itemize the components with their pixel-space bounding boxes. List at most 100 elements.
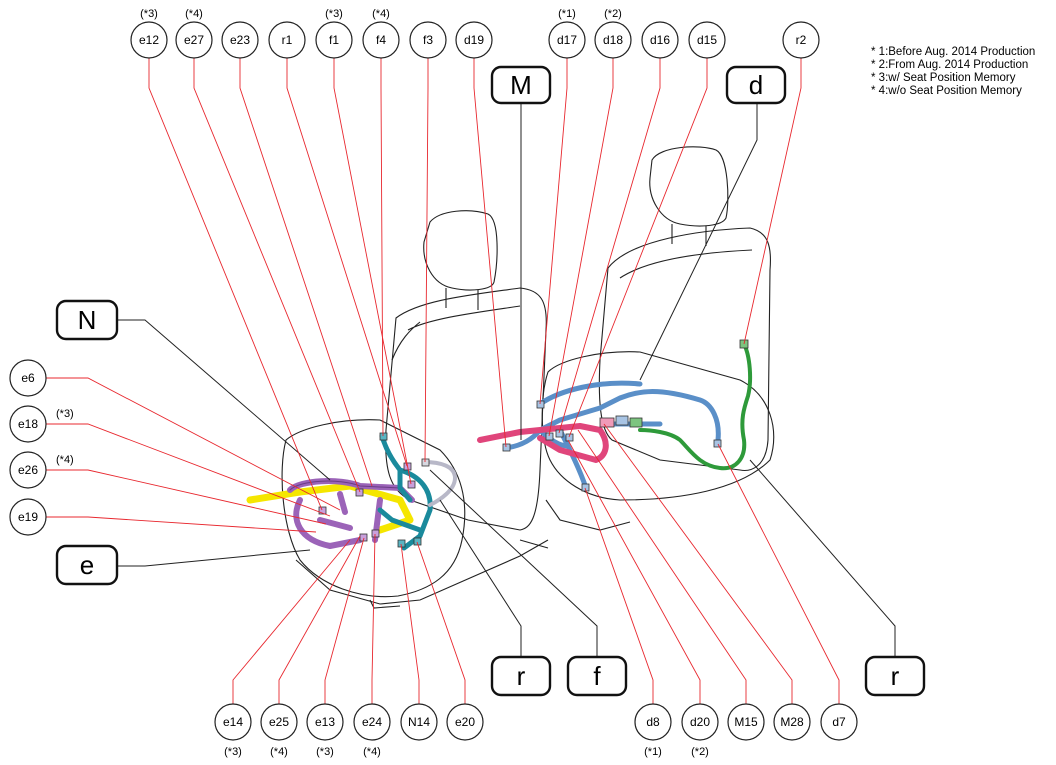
callout-label: e12 — [139, 33, 159, 47]
leader-r-left — [439, 499, 522, 658]
area-box-r-left: r — [490, 655, 552, 697]
marker-e12 — [318, 506, 327, 515]
marker-e24 — [371, 529, 380, 538]
leader-f3 — [424, 58, 429, 463]
callout-e20: e20 — [446, 703, 484, 741]
callout-d20: d20 (*2) — [681, 703, 719, 758]
callout-d16: d16 — [641, 21, 679, 59]
callout-note: (*4) — [270, 746, 288, 758]
leader-N14 — [400, 543, 420, 708]
marker-e27 — [355, 488, 364, 497]
teal-harness — [377, 433, 433, 551]
area-label: N — [78, 305, 97, 335]
area-box-M: M — [490, 65, 552, 105]
callout-note: (*3) — [56, 408, 74, 420]
callout-label: N14 — [408, 715, 430, 729]
callout-d7: d7 — [820, 703, 858, 741]
callout-label: r1 — [282, 33, 293, 47]
leader-d17 — [539, 58, 568, 405]
callout-d8: d8 (*1) — [634, 703, 672, 758]
legend-item: * 1:Before Aug. 2014 Production — [871, 46, 1036, 58]
callout-label: e26 — [18, 463, 38, 477]
callout-label: d8 — [646, 715, 660, 729]
left-seat-base — [295, 539, 549, 609]
callout-label: f4 — [376, 33, 386, 47]
callout-e14: e14 (*3) — [214, 703, 252, 758]
marker-f4 — [379, 432, 388, 441]
callout-e13: e13 (*3) — [306, 703, 344, 758]
leader-d — [639, 102, 758, 381]
leader-f — [429, 469, 598, 658]
left-seat-headrest — [423, 210, 498, 291]
callout-d19: d19 — [455, 21, 493, 59]
leader-e18 — [46, 423, 331, 517]
callout-note: (*3) — [325, 8, 343, 20]
leader-d8 — [584, 487, 654, 708]
leader-e27 — [193, 58, 361, 493]
area-label-boxes: N e M d r f r — [55, 65, 926, 697]
callout-label: d19 — [464, 33, 484, 47]
legend-item: * 3:w/ Seat Position Memory — [871, 72, 1016, 84]
callout-label: e19 — [18, 510, 38, 524]
yellow-harness — [246, 482, 414, 534]
leader-d16 — [558, 58, 661, 434]
callout-note: (*2) — [691, 746, 709, 758]
callout-e12: (*3) e12 — [130, 8, 168, 59]
leader-e — [117, 549, 311, 567]
leader-d18 — [548, 58, 614, 437]
leader-N — [117, 319, 331, 481]
area-leader-lines — [117, 102, 896, 658]
top-connector-callouts: (*3) e12 (*4) e27 e23 r1 (*3) f1 (*4) f4 — [130, 8, 820, 59]
right-seat-cushion — [541, 351, 775, 501]
leader-e13 — [324, 537, 365, 708]
marker-d7 — [713, 439, 722, 448]
left-seat-cushion — [281, 419, 466, 598]
callout-label: e18 — [18, 417, 38, 431]
callout-M28: M28 — [773, 703, 811, 741]
leader-d20 — [567, 439, 701, 708]
marker-d15 — [565, 433, 574, 442]
connector-leader-lines — [46, 58, 840, 708]
callout-label: e27 — [184, 33, 204, 47]
callout-label: d7 — [832, 715, 846, 729]
leader-M15 — [577, 429, 747, 708]
marker-m-block — [599, 417, 615, 428]
left-seat-back-inner — [391, 305, 521, 361]
callout-M15: M15 — [727, 703, 765, 741]
leader-e25 — [278, 535, 361, 708]
legend-item: * 4:w/o Seat Position Memory — [871, 85, 1022, 97]
callout-d15: d15 — [688, 21, 726, 59]
callout-label: f1 — [329, 33, 339, 47]
callout-N14: N14 — [400, 703, 438, 741]
callout-label: r2 — [796, 33, 807, 47]
callout-f1: (*3) f1 — [315, 8, 353, 59]
area-box-e: e — [55, 544, 119, 586]
leader-e20 — [416, 541, 466, 708]
callout-note: (*3) — [140, 8, 158, 20]
green-harness — [638, 342, 753, 471]
callout-label: d15 — [697, 33, 717, 47]
leader-r-right — [749, 459, 896, 658]
callout-note: (*1) — [558, 8, 576, 20]
marker-m-block-2 — [615, 415, 629, 426]
leader-e12 — [148, 58, 323, 511]
marker-e20 — [413, 537, 422, 546]
leader-e19 — [46, 516, 317, 533]
area-label: r — [517, 661, 526, 691]
area-label: r — [891, 661, 900, 691]
callout-label: e13 — [315, 715, 335, 729]
callout-label: e25 — [269, 715, 289, 729]
leader-e14 — [232, 539, 351, 708]
callout-label: e14 — [223, 715, 243, 729]
area-label: e — [80, 550, 94, 580]
bottom-connector-callouts: e14 (*3) e25 (*4) e13 (*3) e24 (*4) N14 … — [214, 703, 858, 758]
marker-d19 — [502, 443, 511, 452]
leader-r1 — [286, 58, 408, 467]
leader-e24 — [371, 533, 376, 708]
leader-e6 — [46, 377, 341, 511]
leader-e23 — [239, 58, 373, 487]
callout-label: e20 — [455, 715, 475, 729]
callout-e6: e6 — [9, 359, 47, 397]
marker-d8 — [581, 483, 590, 492]
